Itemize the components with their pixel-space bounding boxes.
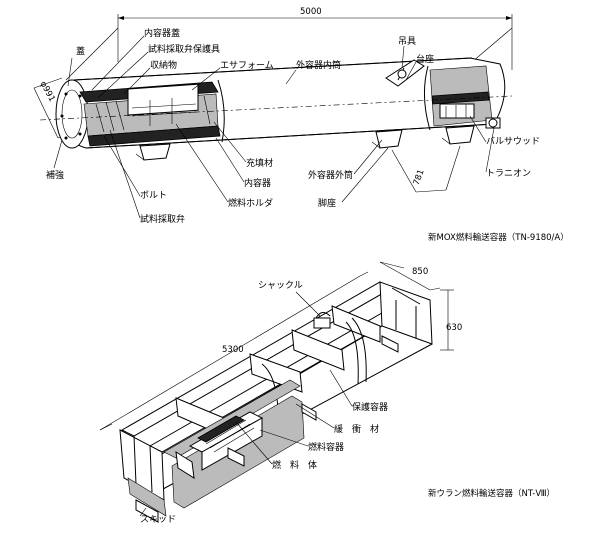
uranium-container-figure: 850 630 5300 <box>99 261 555 525</box>
dim-end: φ991 <box>38 80 57 104</box>
label-inner-lid: 内容器蓋 <box>144 27 180 39</box>
dim-skid: 781 <box>412 168 427 187</box>
label-balsa: バルサウッド <box>486 136 540 147</box>
caption-mox: 新MOX燃料輸送容器（TN-9180/A） <box>428 232 569 243</box>
label-sample-valve: 試料採取弁 <box>140 213 185 225</box>
mox-labels: 蓋 内容器蓋 試料採取弁保護具 収納物 エサフォーム 外容器内筒 吊具 台座 バ… <box>46 27 540 225</box>
label-lifting: 吊具 <box>398 36 416 47</box>
label-trunnion: トラニオン <box>486 168 531 179</box>
label-fuel-container: 燃料容器 <box>308 441 344 453</box>
label-fuel-assembly: 燃 料 体 <box>272 459 317 471</box>
dim-overall-length: 5000 <box>300 7 322 17</box>
uranium-labels: シャックル 保護容器 緩 衝 材 燃料容器 燃 料 体 スキッド <box>139 280 388 525</box>
label-sample-valve-protector: 試料採取弁保護具 <box>148 43 220 55</box>
caption-uranium: 新ウラン燃料輸送容器（NT-Ⅷ） <box>428 488 555 499</box>
label-lid: 蓋 <box>76 45 85 57</box>
label-buffer: 緩 衝 材 <box>334 423 379 435</box>
mox-container-figure: 5000 φ991 <box>33 7 569 243</box>
dimension-5000: 5000 <box>117 7 513 70</box>
label-skid: スキッド <box>140 515 176 525</box>
fuel-container <box>175 411 264 479</box>
dimensions-bottom: 850 630 5300 <box>99 261 462 431</box>
mox-cylinder <box>39 57 513 149</box>
label-bolt: ボルト <box>140 190 167 201</box>
dim-height: 630 <box>446 323 462 333</box>
label-outer-outer-cylinder: 外容器外筒 <box>308 169 353 181</box>
label-storage: 収納物 <box>150 59 177 71</box>
label-base: 台座 <box>416 53 434 65</box>
shackle <box>313 312 331 329</box>
dim-length: 5300 <box>222 345 244 355</box>
label-ethafoam: エサフォーム <box>220 60 274 71</box>
label-fuel-holder: 燃料ホルダ <box>228 197 273 209</box>
label-shackle: シャックル <box>258 280 303 291</box>
label-outer-inner-cylinder: 外容器内筒 <box>296 59 341 71</box>
label-filler: 充填材 <box>246 157 273 169</box>
skids <box>135 335 399 523</box>
label-leg: 脚座 <box>318 197 336 209</box>
label-protective-container: 保護容器 <box>352 401 388 413</box>
dim-width: 850 <box>412 267 428 277</box>
label-reinforcement: 補強 <box>46 169 64 181</box>
label-inner-container: 内容器 <box>244 177 271 189</box>
